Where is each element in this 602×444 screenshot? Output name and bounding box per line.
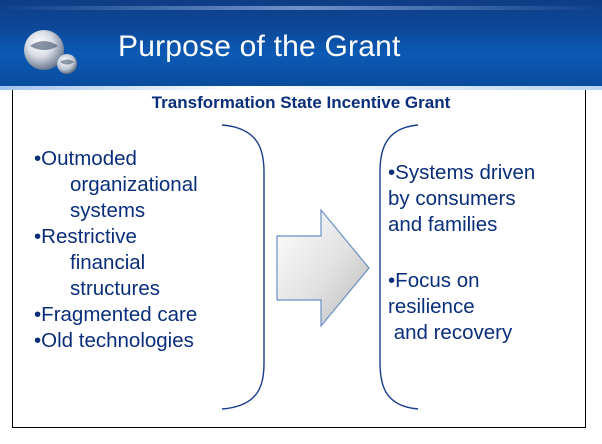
right-bullet-list: •Systems driven by consumers and familie…	[388, 160, 535, 346]
list-item: •Old technologies	[34, 328, 198, 354]
list-item: •Restrictive financial structures	[34, 224, 198, 302]
bullet-old-tech: •Old technologies	[34, 329, 194, 352]
bullet-continuation: systems	[70, 199, 146, 222]
list-item: •Fragmented care	[34, 302, 198, 328]
header-stripe	[0, 6, 602, 10]
bullet-continuation: structures	[70, 277, 160, 300]
bullet-continuation: organizational	[70, 173, 198, 196]
list-item: •Outmoded organizational systems	[34, 146, 198, 224]
left-bullet-list: •Outmoded organizational systems •Restri…	[34, 146, 198, 354]
slide-title: Purpose of the Grant	[118, 30, 401, 63]
right-line: •Focus on	[388, 269, 480, 292]
left-bracket	[221, 124, 265, 410]
right-line: •Systems driven	[388, 161, 536, 184]
list-item: •Focus on resilience and recovery	[388, 268, 535, 346]
content-frame	[12, 90, 586, 428]
list-item: •Systems driven by consumers and familie…	[388, 160, 535, 238]
header-divider	[0, 86, 602, 90]
right-arrow-icon	[276, 208, 370, 328]
right-bracket	[379, 124, 419, 410]
globe-logo-icon	[24, 30, 77, 74]
right-line: and recovery	[388, 321, 513, 344]
slide-header: Purpose of the Grant	[0, 0, 602, 90]
right-line: by consumers	[388, 187, 516, 210]
bullet-fragmented: •Fragmented care	[34, 303, 198, 326]
slide-subtitle: Transformation State Incentive Grant	[151, 93, 451, 112]
right-line: and families	[388, 213, 498, 236]
bullet-restrictive: •Restrictive	[34, 225, 137, 248]
bullet-outmoded: •Outmoded	[34, 147, 137, 170]
right-line: resilience	[388, 295, 475, 318]
bullet-continuation: financial	[70, 251, 146, 274]
